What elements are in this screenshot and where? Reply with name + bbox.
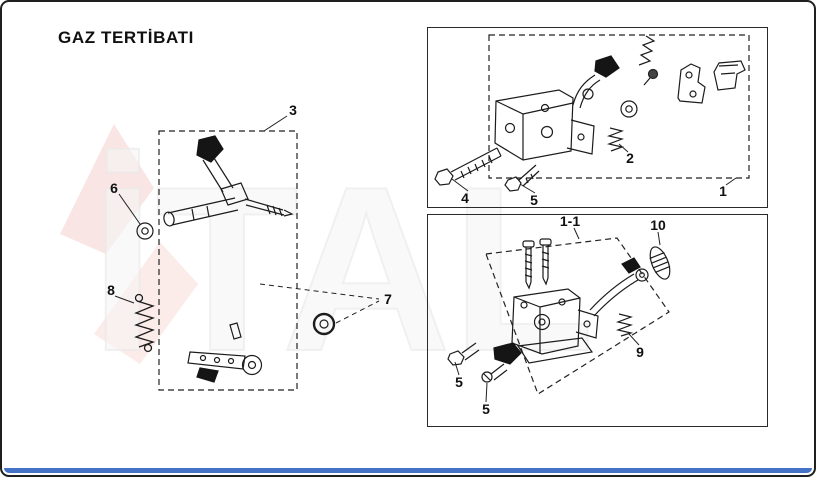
grip-cap-drawing xyxy=(196,135,224,163)
throttle-lever-assembly-drawing xyxy=(136,135,294,240)
panel-bottom-right xyxy=(427,214,768,427)
lever-cap-drawing xyxy=(594,55,620,78)
spring-9-drawing xyxy=(615,313,634,337)
part7-dashed-leaders xyxy=(259,283,380,324)
callout-1-1: 1-1 xyxy=(559,213,581,229)
callout-3: 3 xyxy=(289,102,297,118)
watermark-text: İTAL xyxy=(90,137,595,400)
callout-leader-lines xyxy=(114,115,737,403)
bottom-right-dashed-box xyxy=(485,237,670,395)
callout-9: 9 xyxy=(636,344,644,360)
bolt-4-drawing xyxy=(434,147,502,186)
screw-a-drawing xyxy=(522,240,535,290)
washer-7-drawing xyxy=(312,312,336,336)
lever-tip-drawing xyxy=(621,257,641,274)
knob-drawing xyxy=(493,342,522,365)
callout-6: 6 xyxy=(110,180,118,196)
callout-5-top: 5 xyxy=(530,192,538,208)
bolt-5-left-drawing xyxy=(447,342,480,366)
lower-bracket-assembly-drawing xyxy=(447,238,671,383)
washer-drawing xyxy=(620,100,638,118)
lower-lever-assembly-drawing xyxy=(187,312,336,383)
main-bracket-drawing xyxy=(494,89,574,161)
clamp-drawing xyxy=(713,60,746,91)
callout-8: 8 xyxy=(107,282,115,298)
callout-5-bottom: 5 xyxy=(482,401,490,417)
screw-b-drawing xyxy=(539,238,552,286)
watermark-logo: İTAL xyxy=(60,124,596,401)
callout-4: 4 xyxy=(461,190,469,206)
callout-10: 10 xyxy=(650,217,666,233)
watermark-red-shape xyxy=(94,242,198,364)
callout-5-mid: 5 xyxy=(455,374,463,390)
panel-top-right xyxy=(427,27,768,208)
top-right-dashed-box xyxy=(488,34,750,179)
callout-7: 7 xyxy=(384,291,392,307)
spring-2-drawing xyxy=(606,127,625,152)
side-bracket-drawing xyxy=(677,63,706,104)
callout-2: 2 xyxy=(626,150,634,166)
callout-1: 1 xyxy=(719,183,727,199)
coil-10-drawing xyxy=(649,246,671,280)
screw-5-bottom-drawing xyxy=(481,363,508,383)
watermark-red-shape xyxy=(60,124,154,254)
screw-5-top-drawing xyxy=(504,164,540,192)
spring-8-drawing xyxy=(134,293,156,353)
top-spring-drawing xyxy=(638,35,656,66)
upper-bracket-assembly-drawing xyxy=(434,35,746,192)
bottom-blue-bar xyxy=(4,468,812,473)
washer-6-drawing xyxy=(136,222,154,240)
page-title: GAZ TERTİBATI xyxy=(58,28,194,47)
left-assembly-dashed-box xyxy=(158,130,298,391)
